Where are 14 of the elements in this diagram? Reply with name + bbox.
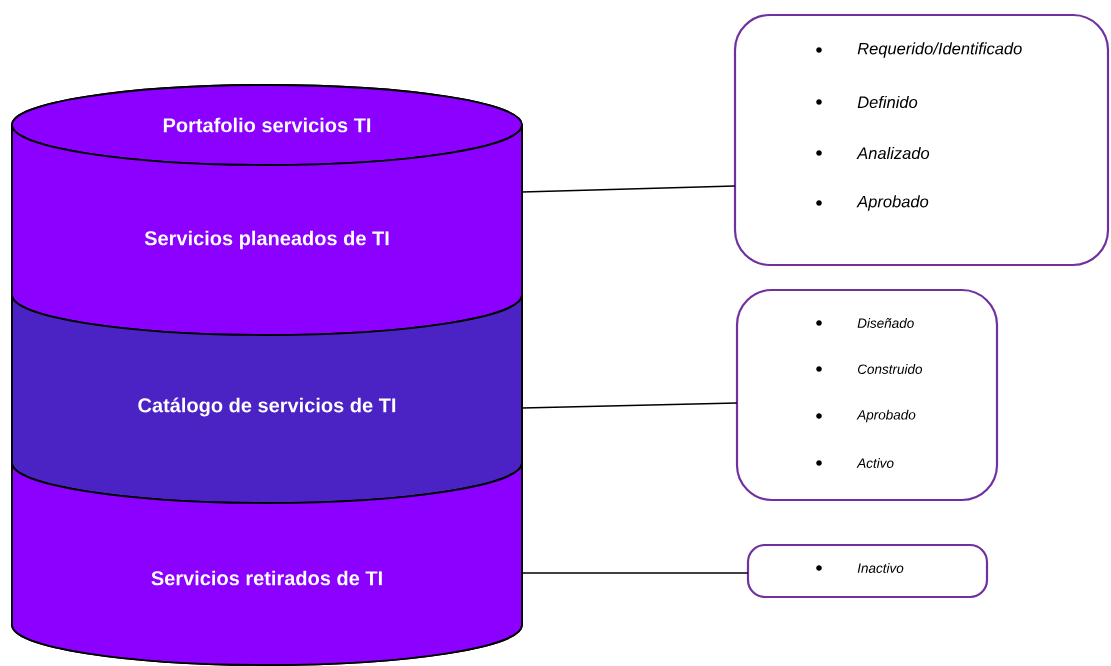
list-item: Diseñado — [857, 318, 914, 328]
connector-line — [521, 572, 749, 574]
list-item: Aprobado — [856, 409, 916, 423]
list-item: Analizado — [856, 146, 930, 160]
cylinder-section: Catálogo de servicios de TI — [11, 294, 523, 504]
list-item: Definido — [857, 95, 918, 109]
list-item: Construido — [857, 364, 923, 374]
connector-line — [521, 185, 736, 193]
connector-line — [521, 402, 738, 409]
list-item: Aprobado — [856, 195, 929, 211]
list-item: Inactivo — [857, 563, 904, 573]
cylinder-section: Servicios retirados de TI — [11, 462, 523, 666]
list-item: Activo — [856, 458, 894, 468]
list-item: Requerido/Identificado — [857, 42, 1022, 58]
